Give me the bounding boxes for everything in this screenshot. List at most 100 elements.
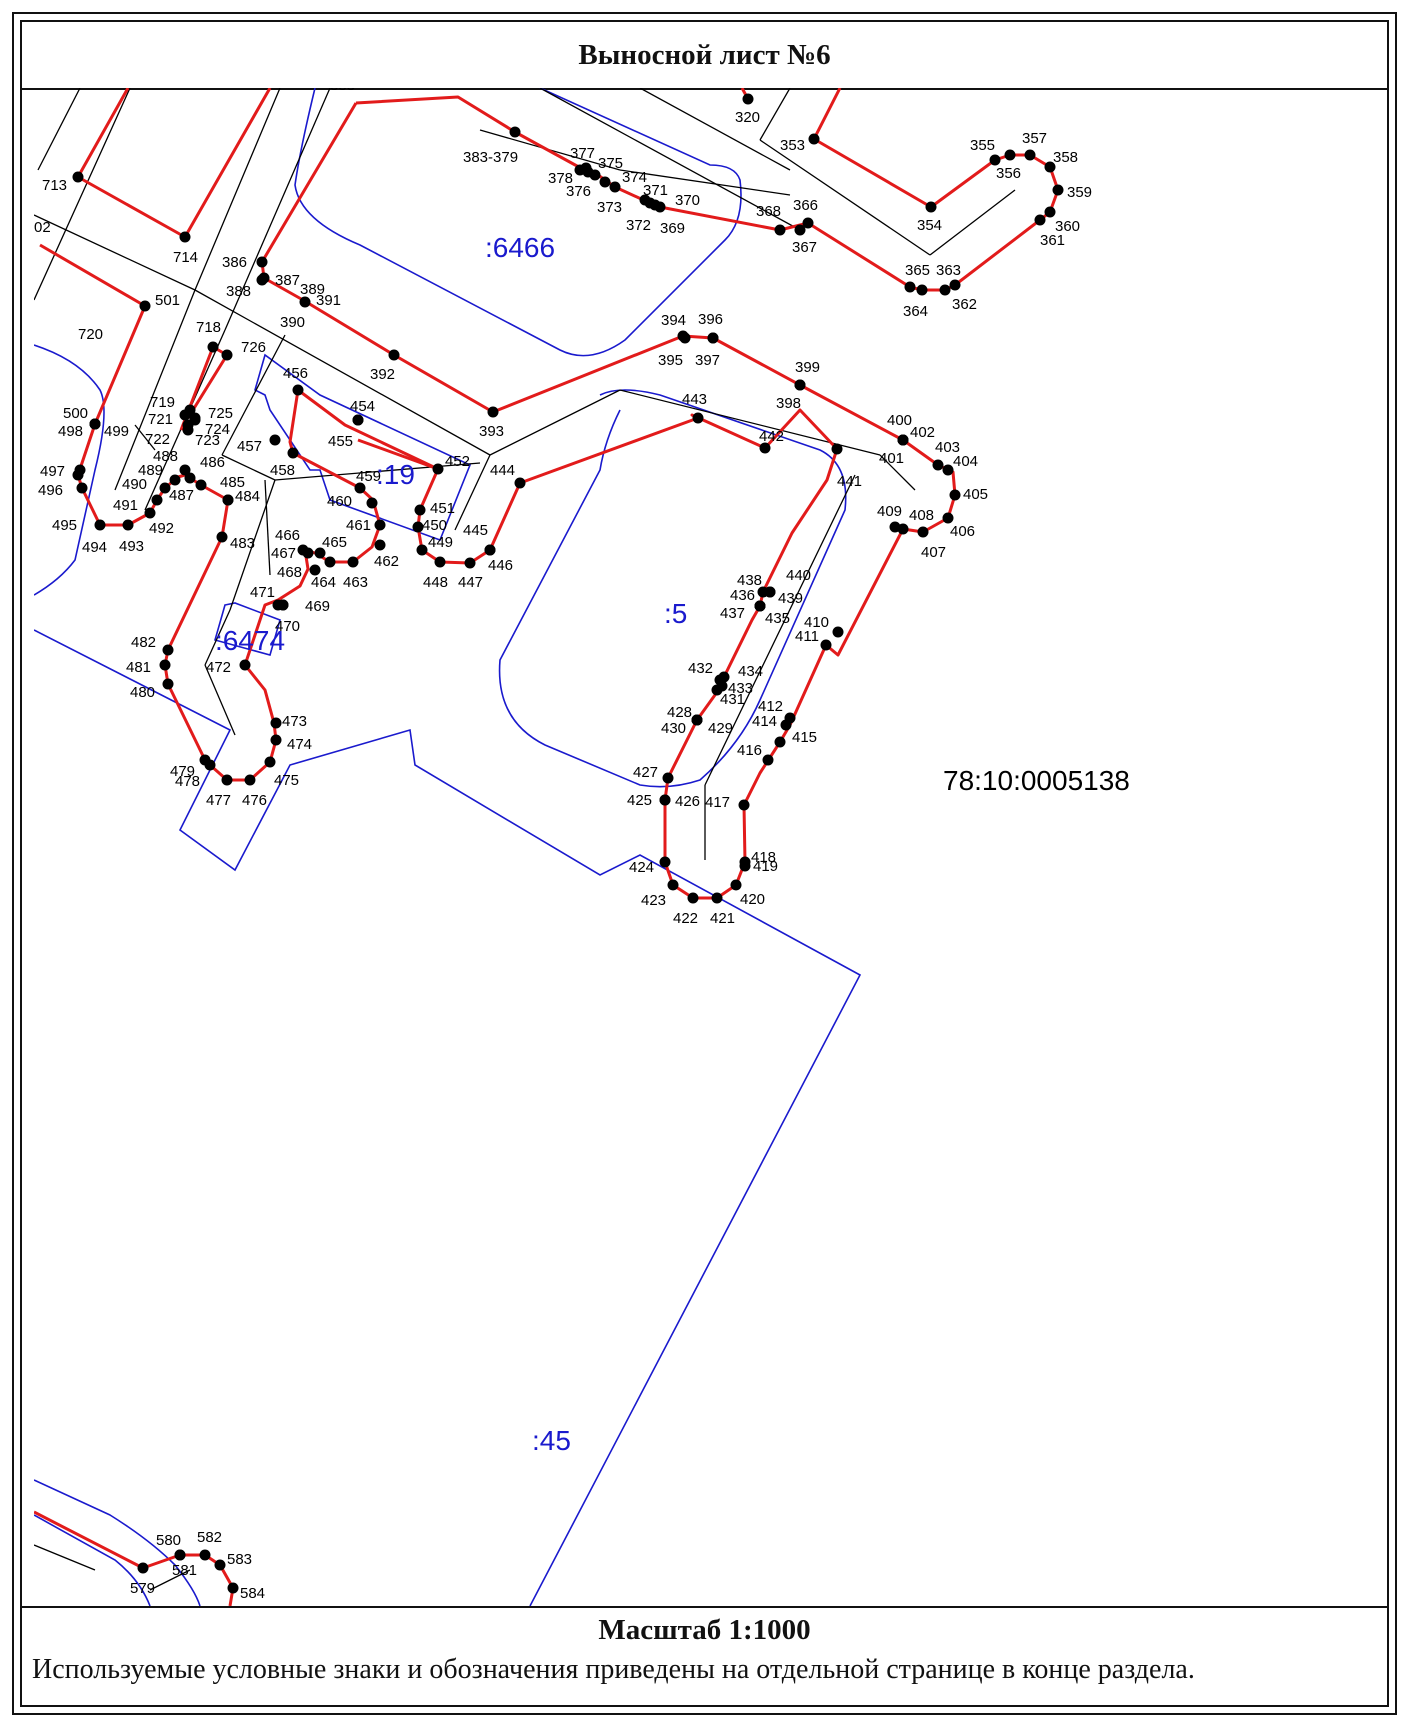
parcel-boundaries: [34, 88, 862, 1606]
point-label-364: 364: [903, 303, 928, 320]
point-label-467: 467: [271, 545, 296, 562]
boundary-point-460: [354, 482, 366, 494]
point-label-492: 492: [149, 520, 174, 537]
line-15: [454, 454, 491, 531]
point-label-456: 456: [283, 365, 308, 382]
boundary-point-583: [214, 1559, 226, 1571]
boundary-point-367: [794, 224, 806, 236]
boundary-point-446: [484, 544, 496, 556]
point-label-410: 410: [804, 614, 829, 631]
line-6: [224, 88, 331, 331]
point-label-383-379: 383-379: [463, 149, 518, 166]
boundary-point-440: [764, 586, 776, 598]
point-label-361: 361: [1040, 232, 1065, 249]
boundary-point-442: [759, 442, 771, 454]
boundary-point-411: [820, 639, 832, 651]
parcel-19-boundary: [254, 353, 472, 542]
boundary-point-497: [74, 464, 86, 476]
boundary-point-444: [514, 477, 526, 489]
point-label-450: 450: [422, 517, 447, 534]
boundary-point-360: [1044, 206, 1056, 218]
boundary-point-485: [222, 494, 234, 506]
boundary-point-447: [464, 557, 476, 569]
boundary-point-437: [754, 600, 766, 612]
boundary-point-449: [416, 544, 428, 556]
point-label-404: 404: [953, 453, 978, 470]
point-label-583: 583: [227, 1551, 252, 1568]
point-label-401: 401: [879, 450, 904, 467]
boundary-point-480: [162, 678, 174, 690]
boundary-point-476: [244, 774, 256, 786]
boundary-point-366: [802, 217, 814, 229]
point-label-406: 406: [950, 523, 975, 540]
point-label-387: 387: [275, 272, 300, 289]
boundary-point-353: [808, 133, 820, 145]
boundary-point-500: [89, 418, 101, 430]
point-label-357: 357: [1022, 130, 1047, 147]
point-label-392: 392: [370, 366, 395, 383]
point-label-444: 444: [490, 462, 515, 479]
point-label-465: 465: [322, 534, 347, 551]
point-label-411: 411: [795, 628, 819, 645]
boundary-point-582: [199, 1549, 211, 1561]
point-label-725: 725: [208, 405, 233, 422]
boundary-point-414: [780, 719, 792, 731]
boundary-point-378: [574, 164, 586, 176]
line-13: [221, 454, 276, 481]
boundary-point-407: [917, 526, 929, 538]
boundary-point-416: [762, 754, 774, 766]
red-line-718-726: [179, 345, 229, 431]
point-label-718: 718: [196, 319, 221, 336]
point-label-580: 580: [156, 1532, 181, 1549]
boundary-point-371: [649, 199, 661, 211]
point-label-393: 393: [479, 423, 504, 440]
point-labels: 3203533543553563573583593603613623633643…: [34, 88, 1092, 1602]
parcel-5-boundary: [498, 389, 847, 788]
boundary-point-373: [609, 181, 621, 193]
point-label-397: 397: [695, 352, 720, 369]
parcel-south-boundary: [34, 1479, 201, 1606]
point-label-497: 497: [40, 463, 65, 480]
boundary-point-464: [324, 556, 336, 568]
parcel-6474-boundary: [214, 602, 281, 656]
point-label-429: 429: [708, 720, 733, 737]
boundary-point-419: [739, 860, 751, 872]
boundary-point-420: [730, 879, 742, 891]
point-label-398: 398: [776, 395, 801, 412]
boundary-point-395: [679, 332, 691, 344]
boundary-point-490: [159, 482, 171, 494]
boundary-point-424: [659, 856, 671, 868]
point-label-500: 500: [63, 405, 88, 422]
point-label-482: 482: [131, 634, 156, 651]
sheet-inner-frame: [20, 20, 1389, 1707]
point-label-402: 402: [910, 424, 935, 441]
point-label-471: 471: [250, 584, 275, 601]
line-27: [704, 474, 856, 786]
boundary-point-492: [144, 507, 156, 519]
point-label-354: 354: [917, 217, 942, 234]
boundary-point-433: [716, 680, 728, 692]
boundary-point-368: [774, 224, 786, 236]
point-label-425: 425: [627, 792, 652, 809]
point-label-490: 490: [122, 476, 147, 493]
point-label-437: 437: [720, 605, 745, 622]
boundary-point-403: [932, 459, 944, 471]
boundary-points: [72, 93, 1064, 1594]
boundary-point-422: [687, 892, 699, 904]
boundary-point-451: [414, 504, 426, 516]
boundary-point-481: [159, 659, 171, 671]
boundary-point-320: [742, 93, 754, 105]
point-label-479: 479: [170, 763, 195, 780]
boundary-point-364: [916, 284, 928, 296]
point-label-719: 719: [150, 394, 175, 411]
line-30: [149, 1569, 191, 1591]
boundary-point-472: [239, 659, 251, 671]
parcel-south-inner: [34, 1514, 151, 1606]
legend-note: Используемые условные знаки и обозначени…: [32, 1654, 1195, 1685]
point-label-439: 439: [778, 590, 803, 607]
point-label-470: 470: [275, 618, 300, 635]
point-label-432: 432: [688, 660, 713, 677]
boundary-point-441: [831, 443, 843, 455]
boundary-point-491: [151, 494, 163, 506]
